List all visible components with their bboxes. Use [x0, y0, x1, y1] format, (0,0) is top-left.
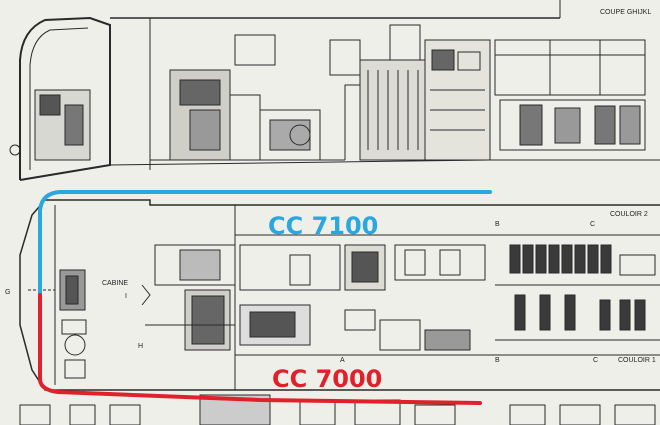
lower-plan-view: [19, 199, 660, 425]
label-couloir-1: COULOIR 1: [618, 357, 656, 364]
label-b-top: B: [495, 221, 500, 228]
label-couloir-2: COULOIR 2: [610, 211, 648, 218]
label-coupe: COUPE GHIJKL: [600, 9, 651, 16]
label-c-bottom: C: [593, 357, 598, 364]
cc7000-label: CC 7000: [272, 365, 382, 393]
upper-elevation-view: [9, 0, 660, 181]
cc7100-outline: [38, 190, 492, 297]
label-cabine: CABINE: [102, 280, 128, 287]
cc7000-outline: [38, 293, 482, 405]
label-b-bottom: B: [495, 357, 500, 364]
label-h: H: [138, 343, 143, 350]
label-a: A: [340, 357, 345, 364]
label-i: I: [125, 293, 127, 300]
label-c-top: C: [590, 221, 595, 228]
label-g: G: [5, 289, 10, 296]
cc7100-label: CC 7100: [268, 212, 378, 240]
